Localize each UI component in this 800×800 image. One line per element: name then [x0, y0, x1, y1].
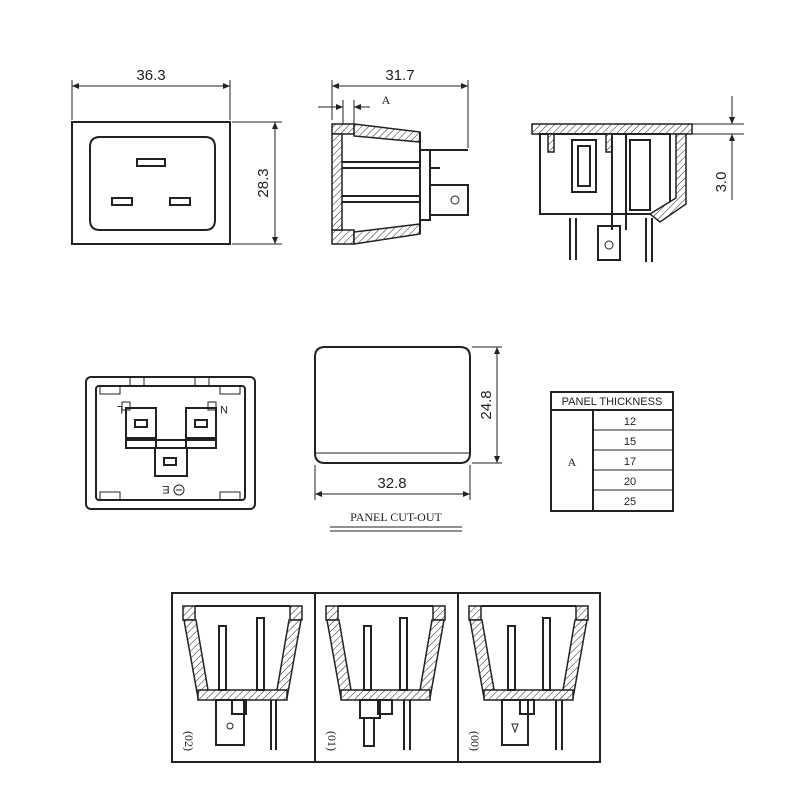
cutout-width-label: 32.8: [377, 475, 406, 492]
panel-thickness-a-label: A: [568, 455, 577, 469]
front-height-label: 28.3: [255, 168, 272, 197]
terminal-e-label: E: [162, 483, 169, 495]
right-view: 3.0: [531, 96, 744, 262]
variant-02-label: (02): [182, 731, 196, 751]
thickness-value: 17: [624, 456, 636, 468]
variant-02-view: (02): [182, 605, 303, 751]
panel-cutout-view: 24.8 32.8 PANEL CUT-OUT: [314, 346, 502, 532]
front-width-label: 36.3: [136, 67, 165, 84]
front-view: 36.3 28.3: [71, 67, 282, 245]
rear-view: L N E: [85, 376, 256, 510]
thickness-value: 15: [624, 436, 636, 448]
thickness-value: 20: [624, 476, 636, 488]
side-a-label: A: [382, 93, 391, 107]
variant-01-view: (01): [325, 605, 446, 751]
right-depth-label: 3.0: [713, 172, 730, 193]
terminal-l-label: L: [117, 403, 123, 415]
cutout-height-label: 24.8: [478, 390, 495, 419]
thickness-value: 12: [624, 416, 636, 428]
side-view: 31.7 A: [318, 67, 469, 245]
thickness-value: 25: [624, 496, 636, 508]
variant-00-view: (00): [468, 605, 589, 751]
variant-views: (02) (01): [171, 592, 601, 763]
variant-01-label: (01): [325, 731, 339, 751]
panel-cutout-title: PANEL CUT-OUT: [350, 510, 442, 524]
terminal-n-label: N: [220, 403, 228, 415]
side-width-label: 31.7: [385, 67, 414, 84]
panel-thickness-table: PANEL THICKNESS A 12 15 17 20 25: [550, 391, 674, 512]
panel-thickness-header: PANEL THICKNESS: [562, 396, 663, 408]
variant-00-label: (00): [468, 731, 482, 751]
